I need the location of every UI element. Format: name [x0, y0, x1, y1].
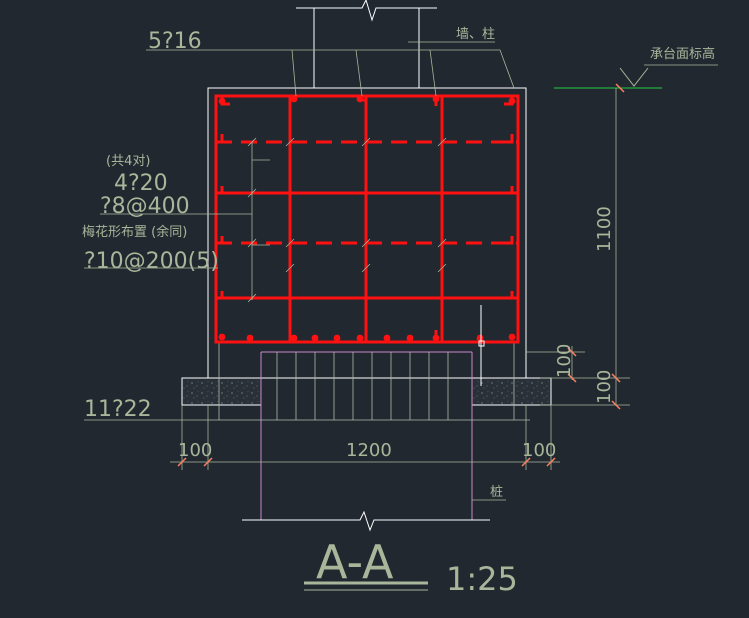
pile-break-line: [242, 510, 490, 532]
label-wall-pile: 墙、柱: [456, 27, 495, 42]
label-stirrup-a: ?8@400: [100, 194, 190, 219]
label-pile: 桩: [490, 485, 503, 500]
cap-level-mark: [554, 67, 662, 93]
pile-anchor-bars: [200, 342, 530, 421]
dimension-ticks: [177, 347, 621, 467]
label-mid-bars: 4?20: [114, 171, 168, 196]
label-count-note: (共4对): [106, 154, 150, 169]
dim-width-1200: 1200: [346, 440, 392, 461]
rebar-white-marker: [478, 305, 485, 386]
rebar-dots-bottom: [218, 333, 516, 342]
pile-cap-outline: [207, 87, 527, 379]
pile: [260, 351, 473, 520]
dim-height-1100: 1100: [594, 206, 615, 252]
leader-lines: [84, 41, 718, 501]
dim-left-100: 100: [178, 440, 212, 461]
label-bottom-bars: 11?22: [84, 397, 152, 422]
tie-ticks: [247, 137, 447, 303]
label-top-bars: 5?16: [148, 29, 202, 54]
rebar-dots-top: [218, 95, 516, 105]
dim-right-100: 100: [522, 440, 556, 461]
label-cap-level: 承台面标高: [650, 46, 715, 62]
rebar-dashed-stirrups: [216, 140, 518, 245]
label-tie-note: 梅花形布置 (余同): [82, 224, 187, 240]
dim-cover-2: 100: [594, 370, 615, 404]
section-title: A-A: [316, 535, 394, 589]
wall-column-above: [296, 0, 437, 88]
dimension-lines: [170, 88, 630, 470]
label-stirrup-b: ?10@200(5): [84, 249, 219, 274]
concrete-cushion: [181, 377, 552, 406]
dim-cover-1: 100: [554, 344, 575, 378]
title-underline: [304, 581, 428, 591]
rebar-cage: [214, 94, 520, 344]
scale-label: 1:25: [446, 560, 518, 598]
